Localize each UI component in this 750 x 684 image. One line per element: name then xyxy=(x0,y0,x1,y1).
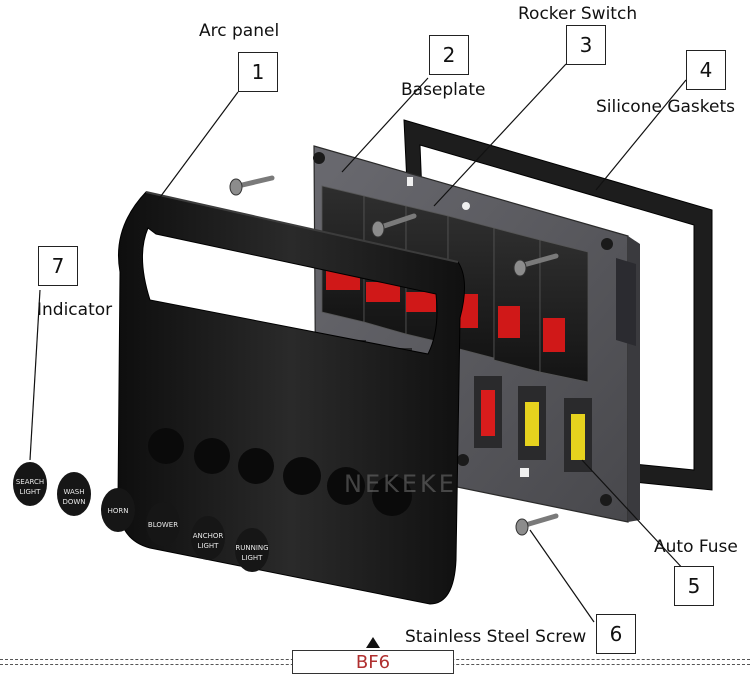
callout-number-6: 6 xyxy=(596,614,636,654)
marker-triangle xyxy=(366,637,380,648)
rocker-switch xyxy=(493,227,541,373)
svg-text:BLOWER: BLOWER xyxy=(148,521,178,529)
svg-text:HORN: HORN xyxy=(108,507,129,515)
svg-text:LIGHT: LIGHT xyxy=(20,488,42,496)
auto-fuse xyxy=(571,414,585,460)
rocker-switch-row xyxy=(321,185,589,383)
indicator-cap: BLOWER xyxy=(146,502,180,546)
watermark: NEKEKE xyxy=(344,470,457,498)
svg-text:WASH: WASH xyxy=(63,488,84,496)
callout-number-7: 7 xyxy=(38,246,78,286)
indicator-hole xyxy=(238,448,274,484)
indicator-hole xyxy=(283,457,321,495)
indicator-hole xyxy=(194,438,230,474)
svg-text:RUNNING: RUNNING xyxy=(235,544,268,552)
svg-text:LIGHT: LIGHT xyxy=(242,554,264,562)
indicator-hole xyxy=(372,476,412,516)
leader-lines xyxy=(29,63,687,623)
screw xyxy=(515,513,559,536)
model-label: BF6 xyxy=(292,650,454,674)
screw xyxy=(371,213,417,238)
auto-fuse xyxy=(525,402,539,446)
indicator-cap-row: SEARCH LIGHT WASH DOWN HORN BLOWER ANCHO… xyxy=(13,462,269,572)
auto-fuse xyxy=(481,390,495,436)
indicator-cap: ANCHOR LIGHT xyxy=(191,516,225,560)
rocker-switch xyxy=(539,239,589,383)
callout-label-rocker-switch: Rocker Switch xyxy=(518,4,638,24)
svg-text:SEARCH: SEARCH xyxy=(16,478,44,486)
screw xyxy=(229,175,275,196)
arc-panel xyxy=(117,191,465,605)
indicator-hole xyxy=(327,467,365,505)
callout-label-stainless-steel-screw: Stainless Steel Screw xyxy=(405,627,587,647)
callout-number-4: 4 xyxy=(686,50,726,90)
svg-text:ANCHOR: ANCHOR xyxy=(193,532,224,540)
indicator-cap: WASH DOWN xyxy=(57,472,91,516)
callout-label-arc-panel: Arc panel xyxy=(199,21,280,41)
callout-label-baseplate: Baseplate xyxy=(401,80,486,100)
svg-text:DOWN: DOWN xyxy=(62,498,85,506)
indicator-cap: SEARCH LIGHT xyxy=(13,462,47,506)
screw xyxy=(513,253,559,277)
callout-label-silicone-gaskets: Silicone Gaskets xyxy=(596,97,736,117)
indicator-cap: HORN xyxy=(101,488,135,532)
svg-text:LIGHT: LIGHT xyxy=(198,542,220,550)
callout-number-3: 3 xyxy=(566,25,606,65)
callout-number-1: 1 xyxy=(238,52,278,92)
indicator-cap: RUNNING LIGHT xyxy=(235,528,269,572)
callout-number-5: 5 xyxy=(674,566,714,606)
callout-number-2: 2 xyxy=(429,35,469,75)
indicator-hole xyxy=(148,428,184,464)
callout-label-auto-fuse: Auto Fuse xyxy=(654,537,738,557)
callout-label-indicator: Indicator xyxy=(37,300,113,320)
